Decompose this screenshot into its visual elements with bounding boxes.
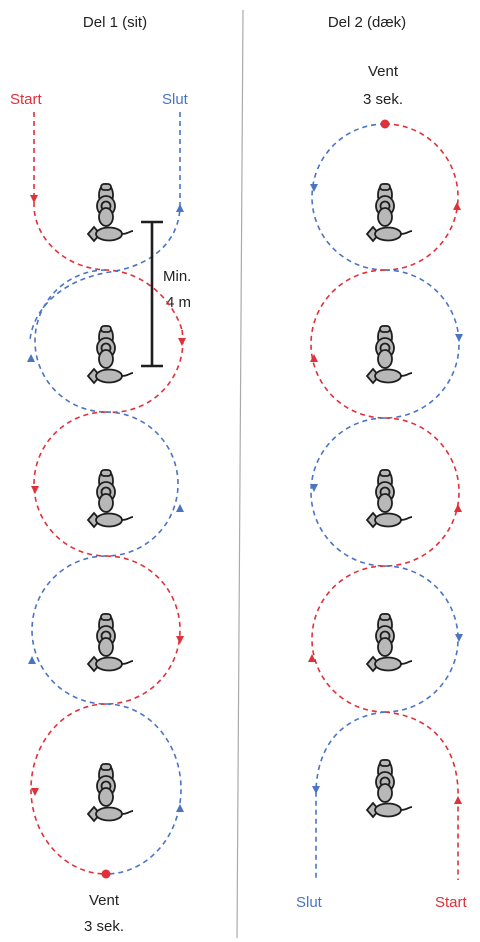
part1-arrows xyxy=(27,195,186,812)
arrow-icon xyxy=(31,788,39,796)
part2-circle-1-blue xyxy=(311,123,386,271)
dog-handler-icon xyxy=(87,183,134,242)
arrow-icon xyxy=(310,184,318,192)
arrow-icon xyxy=(28,656,36,664)
part2-circle-4-blue xyxy=(384,565,459,713)
arrow-icon xyxy=(312,786,320,794)
part2-circle-2-red xyxy=(310,269,386,419)
part1-end-label: Slut xyxy=(162,91,189,108)
part2-arrows xyxy=(308,184,463,804)
part1-wait-label-2: 3 sek. xyxy=(84,918,124,935)
part2-wait-label-1: Vent xyxy=(368,63,399,80)
part1-wait-label-1: Vent xyxy=(89,892,120,909)
dog-handler-icon xyxy=(87,469,134,528)
part1-circle-3-red xyxy=(105,555,181,705)
arrow-icon xyxy=(176,204,184,212)
part2-end-label: Slut xyxy=(296,894,323,911)
part1-distance-label-1: Min. xyxy=(163,268,191,285)
dog-handler-icon xyxy=(366,469,413,528)
arrow-icon xyxy=(454,504,462,512)
arrow-icon xyxy=(453,202,461,210)
part1-circle-2-blue xyxy=(105,411,179,557)
part2-red-path-start xyxy=(384,711,459,880)
dog-handler-icon xyxy=(87,613,134,672)
part2-circle-3-blue xyxy=(310,417,386,567)
stop-dot-icon xyxy=(101,869,111,879)
part1-blue-path-end xyxy=(29,112,181,341)
arrow-icon xyxy=(308,654,316,662)
arrow-icon xyxy=(178,338,186,346)
dog-handler-icon xyxy=(87,763,134,822)
handler-dog-pair xyxy=(87,183,134,242)
dog-handler-icon xyxy=(366,325,413,384)
handler-dog-pair xyxy=(366,759,413,818)
handler-dog-pair xyxy=(87,325,134,384)
arrow-icon xyxy=(27,354,35,362)
handler-dog-pair xyxy=(87,613,134,672)
part1-circle-3-blue xyxy=(31,555,107,705)
part1-circle-2-red xyxy=(33,411,107,557)
part2-circle-4-red xyxy=(311,565,386,713)
part2-wait-label-2: 3 sek. xyxy=(363,91,403,108)
distance-bracket xyxy=(141,220,163,368)
column-divider xyxy=(236,9,244,939)
part1-circle-1-red xyxy=(105,329,184,414)
arrow-icon xyxy=(454,796,462,804)
part1-distance-label-2: 4 m xyxy=(166,294,191,311)
part1-circle-1-blue xyxy=(34,269,107,413)
part1-circle-4-blue xyxy=(105,703,182,875)
arrow-icon xyxy=(31,486,39,494)
handler-dog-pair xyxy=(87,469,134,528)
part2-paths xyxy=(310,123,460,880)
dog-handler-icon xyxy=(366,613,413,672)
arrow-icon xyxy=(30,195,38,203)
part2-circle-3-red xyxy=(384,417,460,567)
handler-dog-pair xyxy=(366,183,413,242)
handler-dog-pair xyxy=(87,763,134,822)
arrow-icon xyxy=(310,484,318,492)
arrow-icon xyxy=(455,334,463,342)
part2-circle-1-red xyxy=(384,123,459,271)
arrow-icon xyxy=(176,636,184,644)
arrow-icon xyxy=(176,504,184,512)
part1-paths xyxy=(29,112,184,875)
part2-title: Del 2 (dæk) xyxy=(328,14,406,31)
arrow-icon xyxy=(455,634,463,642)
part1-start-label: Start xyxy=(10,91,43,108)
handler-dog-pair xyxy=(366,469,413,528)
dog-handler-icon xyxy=(366,759,413,818)
dog-handler-icon xyxy=(87,325,134,384)
part2-blue-path-end xyxy=(315,711,386,880)
part1-title: Del 1 (sit) xyxy=(83,14,147,31)
dog-handler-icon xyxy=(366,183,413,242)
part2-circle-2-blue xyxy=(384,269,460,419)
stop-dot-icon xyxy=(380,119,390,129)
part1-circle-4-red xyxy=(30,703,107,875)
arrow-icon xyxy=(310,354,318,362)
handler-dog-pair xyxy=(366,325,413,384)
arrow-icon xyxy=(176,804,184,812)
handler-dog-pair xyxy=(366,613,413,672)
part2-start-label: Start xyxy=(435,894,468,911)
